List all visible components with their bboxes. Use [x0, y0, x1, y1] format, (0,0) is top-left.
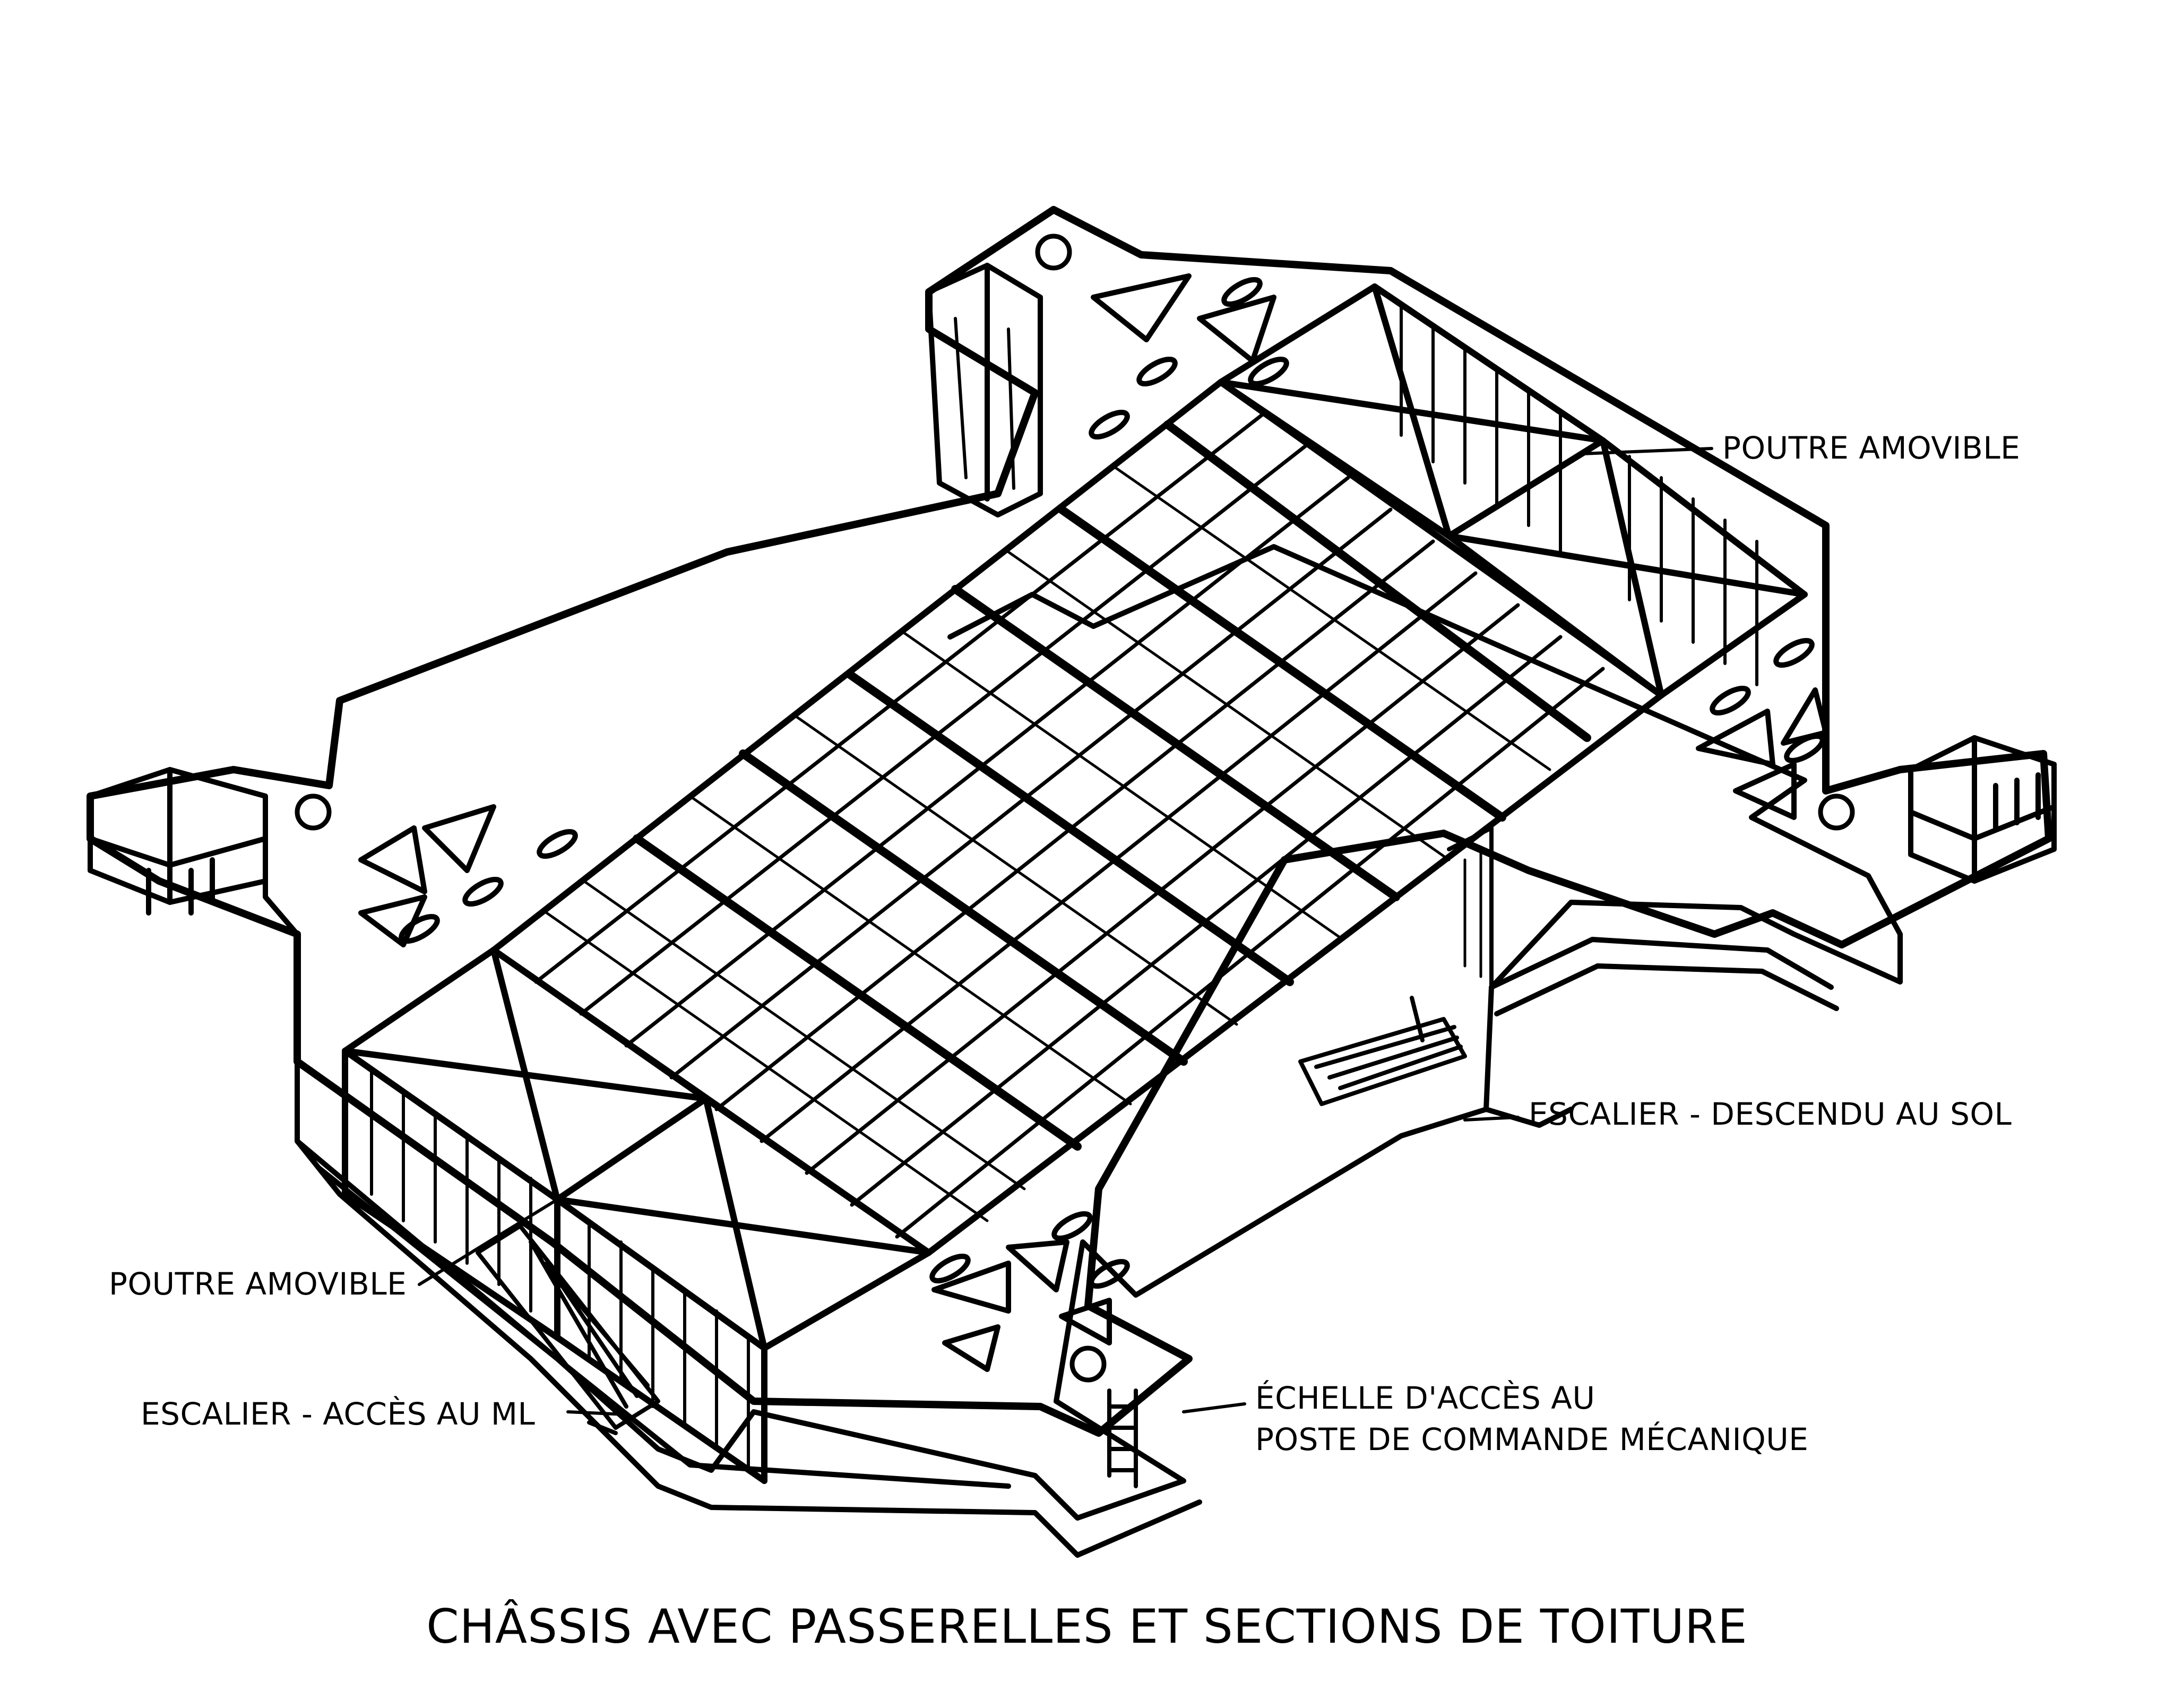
label-escalier-acces-au-ml: ESCALIER - ACCÈS AU ML	[141, 1393, 535, 1435]
roof-cross-beams	[633, 420, 1591, 1151]
staircase-right	[1298, 826, 1494, 1106]
label-echelle-line2: POSTE DE COMMANDE MÉCANIQUE	[1255, 1421, 1809, 1457]
chassis-platform	[87, 206, 2052, 1437]
right-truss	[1218, 283, 1808, 698]
leader-poutre-left	[418, 1198, 559, 1286]
label-escalier-descendu-au-sol-text: ESCALIER - DESCENDU AU SOL	[1529, 1096, 2012, 1132]
roof-panel-seams	[545, 465, 1551, 1222]
right-truss-diagonals	[1400, 306, 1758, 686]
left-truss	[342, 947, 932, 1484]
frame-slots	[399, 277, 1825, 1289]
ladder-access	[1107, 1388, 1138, 1488]
left-pod	[88, 767, 268, 916]
pin-holes	[295, 234, 1855, 1383]
leader-escalier-sol	[1463, 1116, 1520, 1122]
walkway-base	[263, 544, 1903, 1558]
upright-column	[926, 263, 1043, 517]
label-poutre-amovible-right: POUTRE AMOVIBLE	[1722, 427, 2020, 469]
label-escalier-descendu-au-sol: ESCALIER - DESCENDU AU SOL	[1529, 1093, 2012, 1135]
label-poutre-amovible-right-text: POUTRE AMOVIBLE	[1722, 430, 2021, 466]
figure-caption: CHÂSSIS AVEC PASSERELLES ET SECTIONS DE …	[426, 1599, 1748, 1654]
label-echelle-acces: ÉCHELLE D'ACCÈS AU POSTE DE COMMANDE MÉC…	[1255, 1377, 1808, 1460]
label-poutre-amovible-left: POUTRE AMOVIBLE	[109, 1263, 407, 1305]
leader-escalier-ml	[566, 1410, 628, 1416]
staircase-left	[476, 1224, 660, 1435]
left-truss-diagonals	[370, 1071, 750, 1472]
leader-lines	[418, 447, 1713, 1416]
label-poutre-amovible-left-text: POUTRE AMOVIBLE	[109, 1266, 407, 1302]
frame-cutouts	[358, 273, 1828, 1372]
right-pod	[1908, 735, 2057, 884]
leader-echelle	[1182, 1402, 1246, 1413]
label-escalier-acces-au-ml-text: ESCALIER - ACCÈS AU ML	[141, 1396, 536, 1432]
label-echelle-line1: ÉCHELLE D'ACCÈS AU	[1255, 1380, 1595, 1416]
leader-poutre-right	[1580, 447, 1713, 455]
